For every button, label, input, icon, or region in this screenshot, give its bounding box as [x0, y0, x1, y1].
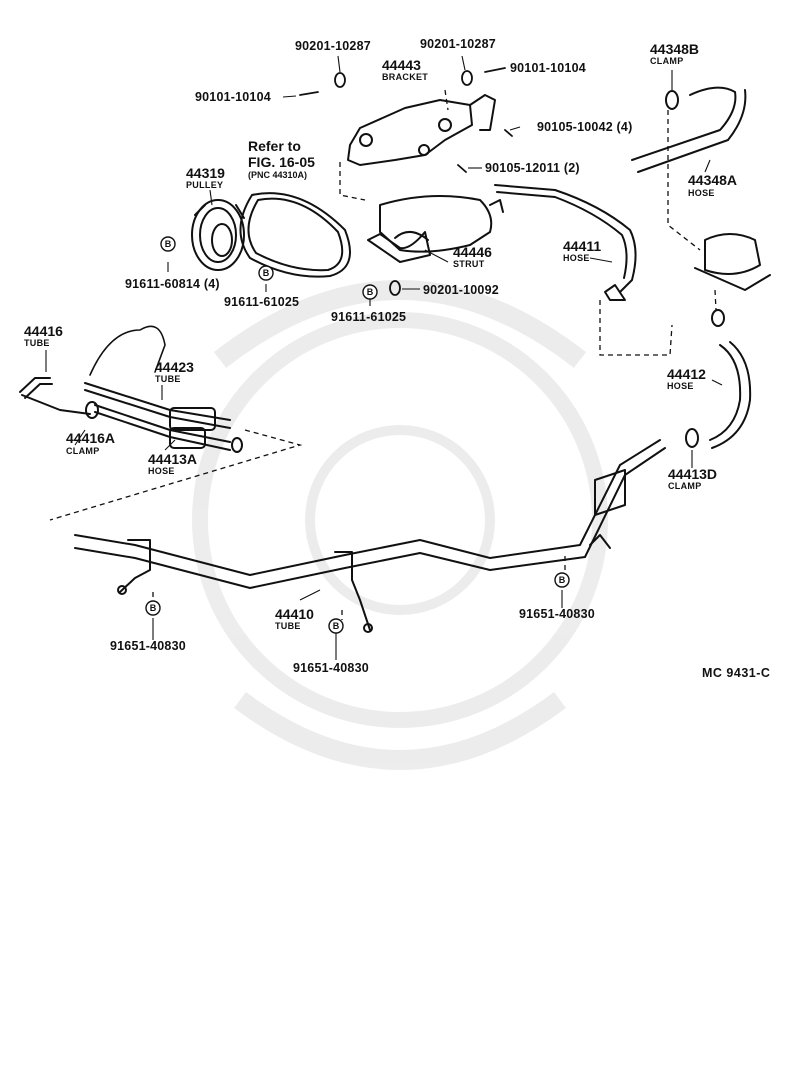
- b-marker-label-2: B: [263, 268, 270, 278]
- dashed-guides: [49, 89, 717, 620]
- leader-lines: [45, 55, 723, 660]
- tube-44416: [19, 377, 91, 415]
- label-44413D-name: CLAMP: [668, 481, 702, 491]
- label-44410: 44410: [275, 606, 314, 622]
- b-marker-3: [362, 284, 378, 300]
- hose-44412: [685, 341, 752, 449]
- label-91611-61025-right: 91611-61025: [331, 310, 407, 324]
- pump-body: [379, 195, 504, 253]
- label-44443: 44443: [382, 57, 421, 73]
- label-91611-61025-left: 91611-61025: [224, 295, 300, 309]
- refer-to-line1: Refer to: [248, 138, 301, 154]
- label-44411-name: HOSE: [563, 253, 590, 263]
- label-90105-12011: 90105-12011 (2): [485, 161, 580, 175]
- label-44446: 44446: [453, 244, 492, 260]
- label-44413D: 44413D: [668, 466, 718, 482]
- label-44413A-name: HOSE: [148, 466, 175, 476]
- pulley: [191, 199, 245, 271]
- label-44446-name: STRUT: [453, 259, 485, 269]
- label-90105-10042: 90105-10042 (4): [537, 120, 633, 134]
- label-44348A: 44348A: [688, 172, 738, 188]
- label-90101-10104-left: 90101-10104: [195, 90, 271, 104]
- main-tube-44410: [74, 439, 666, 589]
- label-90201-10287-right: 90201-10287: [420, 37, 496, 51]
- label-44412-name: HOSE: [667, 381, 694, 391]
- strut: [367, 231, 431, 263]
- tube-brackets: [117, 539, 373, 633]
- engine-silhouette: [89, 325, 166, 376]
- label-44319: 44319: [186, 165, 225, 181]
- label-44319-name: PULLEY: [186, 180, 224, 190]
- hose-44411: [494, 184, 637, 301]
- diagram-code: MC 9431-C: [702, 666, 771, 680]
- refer-to-line3: (PNC 44310A): [248, 170, 308, 180]
- b-marker-2: [258, 265, 274, 281]
- label-91651-40830-left: 91651-40830: [110, 639, 186, 653]
- b-marker-label-5: B: [333, 621, 340, 631]
- b-marker-1: [160, 236, 176, 252]
- label-91651-40830-right: 91651-40830: [519, 607, 595, 621]
- label-90201-10092: 90201-10092: [423, 283, 499, 297]
- b-marker-label-3: B: [367, 287, 374, 297]
- bolts-washers: [299, 67, 513, 296]
- label-91611-60814: 91611-60814 (4): [125, 277, 220, 291]
- drive-belt: [239, 192, 351, 278]
- label-44416A-name: CLAMP: [66, 446, 100, 456]
- label-44348A-name: HOSE: [688, 188, 715, 198]
- b-marker-label-6: B: [559, 575, 566, 585]
- label-44443-name: BRACKET: [382, 72, 429, 82]
- b-marker-4: [145, 600, 161, 616]
- b-marker-5: [328, 618, 344, 634]
- label-44348B: 44348B: [650, 41, 700, 57]
- reservoir: [694, 233, 771, 327]
- b-marker-label-4: B: [150, 603, 157, 613]
- label-44412: 44412: [667, 366, 706, 382]
- label-44423-name: TUBE: [155, 374, 181, 384]
- label-44416: 44416: [24, 323, 63, 339]
- label-44348B-name: CLAMP: [650, 56, 684, 66]
- label-91651-40830-center: 91651-40830: [293, 661, 369, 675]
- tube-44423-and-hose-44413A: [84, 382, 243, 453]
- label-44410-name: TUBE: [275, 621, 301, 631]
- b-markers: [145, 236, 570, 634]
- b-marker-label-1: B: [165, 239, 172, 249]
- label-44411: 44411: [563, 238, 602, 254]
- bracket: [347, 94, 496, 166]
- b-marker-6: [554, 572, 570, 588]
- label-44423: 44423: [155, 359, 194, 375]
- label-90201-10287-left: 90201-10287: [295, 39, 371, 53]
- label-44416-name: TUBE: [24, 338, 50, 348]
- hose-44348A: [631, 86, 747, 173]
- refer-to-line2: FIG. 16-05: [248, 154, 315, 170]
- watermark-emblem: [192, 280, 608, 770]
- label-90101-10104-right: 90101-10104: [510, 61, 586, 75]
- label-44413A: 44413A: [148, 451, 198, 467]
- label-44416A: 44416A: [66, 430, 116, 446]
